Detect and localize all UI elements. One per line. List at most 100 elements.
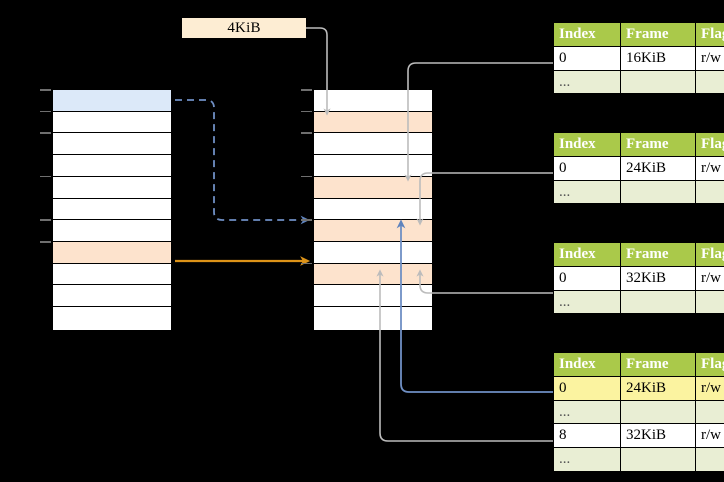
memory-cell[interactable] <box>53 285 171 308</box>
column-header-index: Index <box>553 352 621 377</box>
table-header-row: IndexFrameFlags <box>553 132 724 157</box>
table-row-ellipsis[interactable]: ... <box>553 69 724 95</box>
cell-index: 0 <box>553 155 621 181</box>
cell-flags <box>695 399 724 425</box>
cell-frame: 16KiB <box>620 45 696 71</box>
column-header-index: Index <box>553 242 621 267</box>
column-header-index: Index <box>553 132 621 157</box>
memory-cell[interactable] <box>314 242 432 264</box>
cell-flags: r/w <box>695 265 724 291</box>
cell-index: ... <box>553 399 621 425</box>
cell-flags: r/w <box>695 375 724 401</box>
memory-cell[interactable] <box>314 90 432 112</box>
wire-virtual-page-to-frame-dashed <box>175 99 310 225</box>
column-header-flags: Flags <box>695 352 724 377</box>
memory-cell[interactable] <box>314 176 432 199</box>
column-header-index: Index <box>553 22 621 47</box>
memory-cell[interactable] <box>53 133 171 156</box>
cell-index: 0 <box>553 265 621 291</box>
wire-table2-to-frame <box>416 172 553 226</box>
cell-flags <box>695 447 724 472</box>
cell-flags <box>695 179 724 205</box>
physical-memory-column <box>313 89 433 331</box>
column-tick-mark <box>40 241 51 243</box>
cell-flags <box>695 69 724 95</box>
cell-index: 0 <box>553 375 621 401</box>
cell-frame: 32KiB <box>620 265 696 291</box>
cell-frame <box>620 69 696 95</box>
table-row-ellipsis[interactable]: ... <box>553 289 724 315</box>
column-tick-mark <box>301 132 312 134</box>
virtual-address-space-column <box>52 89 172 331</box>
cell-index: ... <box>553 447 621 472</box>
column-header-frame: Frame <box>620 132 696 157</box>
memory-cell[interactable] <box>314 220 432 243</box>
cell-index: 8 <box>553 423 621 448</box>
memory-cell[interactable] <box>53 220 171 243</box>
column-tick-mark <box>40 132 51 134</box>
column-tick-mark <box>40 219 51 221</box>
column-tick-mark <box>301 262 312 265</box>
memory-cell[interactable] <box>314 111 432 134</box>
memory-cell[interactable] <box>53 90 171 112</box>
table-header-row: IndexFrameFlags <box>553 22 724 47</box>
cell-frame <box>620 399 696 425</box>
column-tick-mark <box>301 175 312 178</box>
table-row-ellipsis[interactable]: ... <box>553 399 724 425</box>
column-tick-mark <box>301 110 312 113</box>
cell-frame <box>620 289 696 315</box>
column-header-flags: Flags <box>695 132 724 157</box>
memory-cell[interactable] <box>314 263 432 286</box>
memory-cell[interactable] <box>53 176 171 199</box>
cell-index: ... <box>553 289 621 315</box>
memory-cell[interactable] <box>314 155 432 177</box>
page-table-level-4: IndexFrameFlags024KiBr/w...832KiBr/w... <box>553 352 724 472</box>
column-header-frame: Frame <box>620 242 696 267</box>
table-header-row: IndexFrameFlags <box>553 242 724 267</box>
cell-index: ... <box>553 69 621 95</box>
cell-frame: 32KiB <box>620 423 696 448</box>
column-tick-mark <box>40 110 51 113</box>
memory-cell[interactable] <box>53 263 171 286</box>
table-header-row: IndexFrameFlags <box>553 352 724 377</box>
table-row-ellipsis[interactable]: ... <box>553 179 724 205</box>
memory-cell[interactable] <box>53 242 171 264</box>
cell-index: ... <box>553 179 621 205</box>
memory-cell[interactable] <box>314 198 432 221</box>
cell-frame: 24KiB <box>620 155 696 181</box>
wire-table3-to-frame <box>416 269 553 294</box>
page-size-label: 4KiB <box>182 18 306 38</box>
memory-cell[interactable] <box>53 155 171 177</box>
memory-cell[interactable] <box>53 198 171 221</box>
memory-cell[interactable] <box>53 307 171 329</box>
page-table-level-1: IndexFrameFlags016KiBr/w... <box>553 22 724 95</box>
column-header-flags: Flags <box>695 242 724 267</box>
cell-index: 0 <box>553 45 621 71</box>
page-table-level-3: IndexFrameFlags032KiBr/w... <box>553 242 724 315</box>
column-tick-mark <box>40 89 51 91</box>
cell-flags <box>695 289 724 315</box>
cell-frame <box>620 447 696 472</box>
column-tick-mark <box>301 89 312 91</box>
column-header-frame: Frame <box>620 22 696 47</box>
cell-flags: r/w <box>695 423 724 448</box>
table-row-ellipsis[interactable]: ... <box>553 447 724 472</box>
cell-flags: r/w <box>695 45 724 71</box>
memory-cell[interactable] <box>53 111 171 134</box>
cell-frame: 24KiB <box>620 375 696 401</box>
memory-cell[interactable] <box>314 285 432 308</box>
cell-flags: r/w <box>695 155 724 181</box>
memory-cell[interactable] <box>314 307 432 329</box>
cell-frame <box>620 179 696 205</box>
column-tick-mark <box>301 219 312 221</box>
page-table-level-2: IndexFrameFlags024KiBr/w... <box>553 132 724 205</box>
column-header-flags: Flags <box>695 22 724 47</box>
memory-cell[interactable] <box>314 133 432 156</box>
column-header-frame: Frame <box>620 352 696 377</box>
